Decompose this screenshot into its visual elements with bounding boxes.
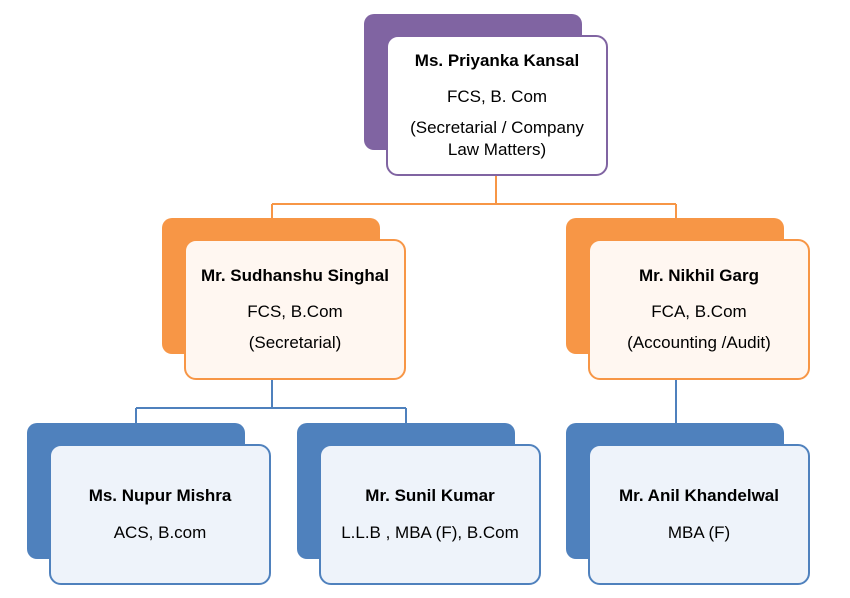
sudhanshu-name: Mr. Sudhanshu Singhal: [201, 265, 389, 285]
root-name: Ms. Priyanka Kansal: [414, 50, 580, 70]
anil-name: Mr. Anil Khandelwal: [619, 486, 779, 506]
sunil-node: Mr. Sunil Kumar L.L.B , MBA (F), B.Com: [319, 444, 541, 585]
root-qualification: FCS, B. Com: [446, 87, 548, 107]
root-node: Ms. Priyanka Kansal FCS, B. Com (Secreta…: [386, 35, 608, 176]
nikhil-name: Mr. Nikhil Garg: [639, 265, 759, 285]
root-role-line2: Law Matters): [447, 139, 547, 159]
root-role-line1: (Secretarial / Company: [410, 117, 584, 137]
sunil-name: Mr. Sunil Kumar: [365, 486, 495, 506]
nupur-qualification: ACS, B.com: [113, 522, 207, 542]
sudhanshu-node: Mr. Sudhanshu Singhal FCS, B.Com (Secret…: [184, 239, 406, 380]
sunil-qualification: L.L.B , MBA (F), B.Com: [341, 522, 519, 542]
nikhil-role: (Accounting /Audit): [627, 332, 771, 352]
anil-qualification: MBA (F): [667, 522, 731, 542]
nupur-node: Ms. Nupur Mishra ACS, B.com: [49, 444, 271, 585]
sudhanshu-role: (Secretarial): [248, 332, 342, 352]
nupur-name: Ms. Nupur Mishra: [88, 486, 232, 506]
sudhanshu-qualification: FCS, B.Com: [247, 302, 343, 322]
anil-node: Mr. Anil Khandelwal MBA (F): [588, 444, 810, 585]
nikhil-qualification: FCA, B.Com: [651, 302, 747, 322]
nikhil-node: Mr. Nikhil Garg FCA, B.Com (Accounting /…: [588, 239, 810, 380]
